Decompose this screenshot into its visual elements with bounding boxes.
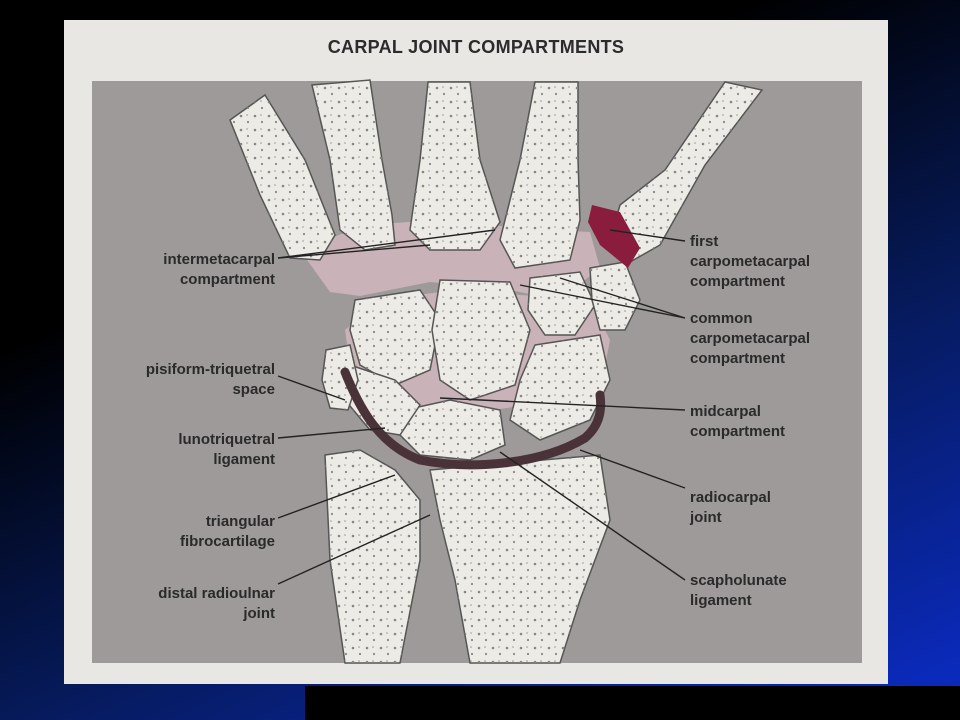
- radiocarpal-joint-curve: [340, 367, 606, 470]
- label-radiocarpal: radiocarpal joint: [690, 489, 771, 526]
- leader-intermetacarpal-a: [277, 229, 496, 259]
- slide-bottom-band: [305, 686, 960, 720]
- scaphoid-texture: [510, 335, 610, 440]
- label-midcarpal: midcarpal compartment: [690, 403, 786, 440]
- leader-scapholunate: [499, 451, 686, 581]
- radius-texture: [430, 455, 610, 663]
- figure-title: CARPAL JOINT COMPARTMENTS: [327, 37, 625, 57]
- label-common-cmc: common carpometacarpal compartment: [690, 310, 811, 367]
- label-scapholunate: scapholunate ligament: [690, 572, 787, 609]
- label-lunotriquetral: lunotriquetral ligament: [178, 431, 275, 468]
- metacarpal-3-texture: [410, 82, 500, 250]
- leader-common-cmc-a: [519, 284, 686, 319]
- leader-first-cmc: [609, 229, 686, 242]
- label-triangular-fibrocartilage: triangular fibrocartilage: [179, 513, 275, 550]
- metacarpal-2-texture: [500, 82, 580, 268]
- leader-druj: [277, 514, 431, 585]
- label-pisiform-triquetral: pisiform-triquetral space: [145, 361, 275, 398]
- label-distal-radioulnar: distal radioulnar joint: [158, 585, 275, 622]
- lunate-texture: [400, 400, 505, 460]
- leader-tfc: [277, 474, 396, 519]
- hamate-texture: [350, 290, 440, 385]
- leader-lunotriquetral: [277, 427, 386, 439]
- label-first-cmc: first carpometacarpal compartment: [690, 233, 811, 290]
- ulna-texture: [325, 450, 420, 663]
- leader-midcarpal: [439, 397, 686, 411]
- leader-common-cmc-b: [559, 277, 686, 319]
- label-intermetacarpal: intermetacarpal compartment: [163, 251, 275, 288]
- leader-intermetacarpal-b: [277, 244, 431, 259]
- leader-lines: [277, 229, 686, 585]
- trapezoid-texture: [528, 272, 595, 335]
- pisiform-texture: [322, 345, 358, 410]
- metacarpal-4-texture: [312, 80, 395, 250]
- metacarpal-5-texture: [230, 95, 335, 260]
- first-cmc-space: [588, 205, 640, 268]
- metacarpal-1-texture: [610, 82, 762, 262]
- leader-radiocarpal: [579, 449, 686, 489]
- leader-pisiform: [277, 375, 346, 401]
- capitate-texture: [432, 280, 530, 400]
